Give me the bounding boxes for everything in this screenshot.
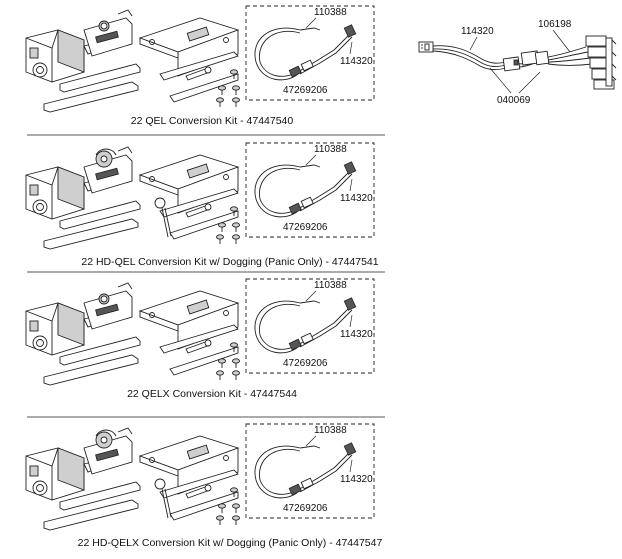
screw-set xyxy=(216,206,240,244)
mounting-bracket xyxy=(138,17,240,103)
part-number-right: 114320 xyxy=(340,193,373,204)
part-number-top: 110388 xyxy=(314,280,347,291)
dogging-key xyxy=(154,197,172,238)
actuator-motor xyxy=(25,447,105,501)
wire-kit-box xyxy=(245,278,375,374)
harness-middle-connector xyxy=(502,50,550,72)
part-leader-line xyxy=(305,290,317,302)
harness-right-connector-block xyxy=(585,35,617,90)
part-number-bottom: 47269206 xyxy=(283,85,328,96)
part-number-bottom: 47269206 xyxy=(283,358,328,369)
actuator-motor xyxy=(25,302,105,356)
mounting-rail xyxy=(59,336,141,366)
part-number-bottom: 47269206 xyxy=(283,503,328,514)
mounting-bracket xyxy=(138,290,240,376)
part-number-top: 110388 xyxy=(314,144,347,155)
dogging-key xyxy=(154,478,172,519)
strike-bar xyxy=(43,354,139,386)
wire-kit-box xyxy=(245,423,375,519)
harness-leader-line xyxy=(489,67,512,94)
harness-leader-line xyxy=(469,36,478,51)
mounting-rail xyxy=(59,200,141,230)
part-number-top: 110388 xyxy=(314,7,347,18)
actuator-motor xyxy=(25,166,105,220)
part-leader-line xyxy=(305,435,317,447)
wire-loop xyxy=(254,297,357,354)
kit-caption: 22 HD-QELX Conversion Kit w/ Dogging (Pa… xyxy=(78,537,383,549)
harness-part-number-bottom: 040069 xyxy=(497,95,531,106)
part-leader-line xyxy=(349,178,353,192)
part-leader-line xyxy=(349,41,353,55)
part-number-right: 114320 xyxy=(340,329,373,340)
wire-loop xyxy=(254,161,357,218)
latch-mechanism xyxy=(83,146,133,194)
part-leader-line xyxy=(305,154,317,166)
wire-harness-assembly: 114320 106198 040069 xyxy=(418,19,617,106)
mounting-pin xyxy=(185,339,212,354)
harness-leader-line xyxy=(518,71,541,94)
harness-left-connector xyxy=(418,41,434,53)
mounting-pin xyxy=(185,66,212,81)
mounting-rail xyxy=(59,481,141,511)
wire-kit-box xyxy=(245,142,375,238)
part-leader-line xyxy=(349,459,353,473)
mounting-bracket xyxy=(138,435,240,521)
screw-set xyxy=(216,487,240,525)
strike-bar xyxy=(43,81,139,113)
kit-caption: 22 QELX Conversion Kit - 47447544 xyxy=(127,388,297,400)
latch-mechanism xyxy=(83,9,133,57)
screw-set xyxy=(216,69,240,107)
part-leader-line xyxy=(349,314,353,328)
part-number-right: 114320 xyxy=(340,56,373,67)
wire-kit-box xyxy=(245,5,375,101)
wire-loop xyxy=(254,442,357,499)
harness-wires xyxy=(432,45,593,71)
latch-mechanism xyxy=(83,427,133,475)
part-number-top: 110388 xyxy=(314,425,347,436)
part-leader-line xyxy=(305,17,317,29)
kit-panel: 110388 114320 47269206 22 HD-QEL Conversion… xyxy=(25,142,379,268)
mounting-pin xyxy=(185,203,212,218)
strike-bar xyxy=(43,499,139,531)
part-number-right: 114320 xyxy=(340,474,373,485)
part-number-bottom: 47269206 xyxy=(283,222,328,233)
wire-loop xyxy=(254,24,357,81)
latch-mechanism xyxy=(83,282,133,330)
screw-set xyxy=(216,342,240,380)
harness-part-number-right: 106198 xyxy=(538,19,572,30)
harness-part-number-left: 114320 xyxy=(461,26,494,37)
mounting-pin xyxy=(185,484,212,499)
harness-leader-line xyxy=(552,29,571,53)
kit-panel: 110388 114320 47269206 22 HD-QELX Conversio… xyxy=(25,423,383,549)
mounting-bracket xyxy=(138,154,240,240)
strike-bar xyxy=(43,218,139,250)
kit-caption: 22 QEL Conversion Kit - 47447540 xyxy=(131,115,294,127)
kit-panel: 110388 114320 47269206 22 QELX Conversion K… xyxy=(25,278,375,400)
kit-panel: 110388 114320 47269206 22 QEL Conversion Ki… xyxy=(25,5,375,127)
kit-caption: 22 HD-QEL Conversion Kit w/ Dogging (Pan… xyxy=(81,256,378,268)
mounting-rail xyxy=(59,63,141,93)
actuator-motor xyxy=(25,29,105,83)
